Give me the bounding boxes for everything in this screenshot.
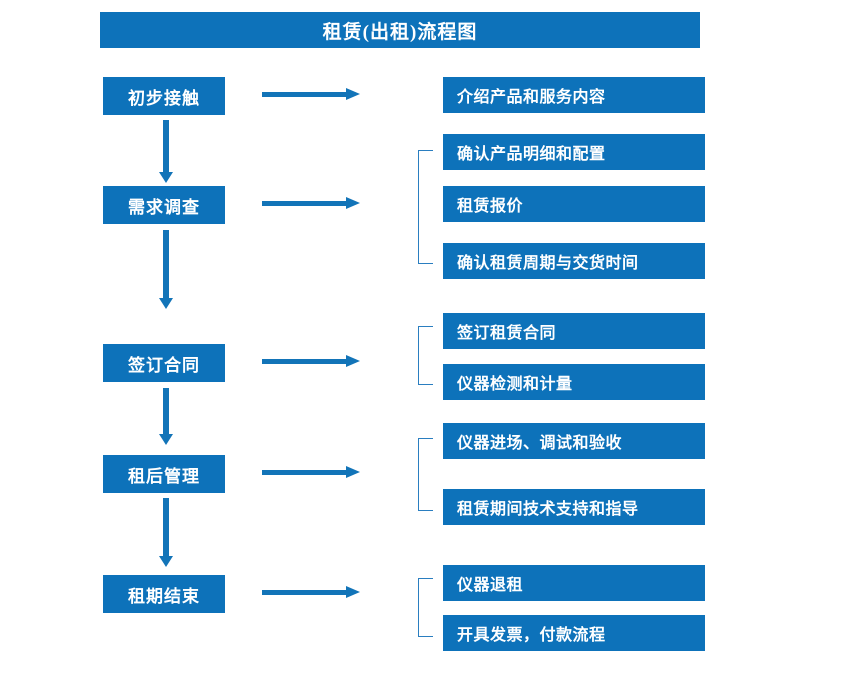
detail-box-3-2[interactable]: 仪器检测和计量: [443, 364, 705, 400]
arrow-head: [346, 355, 360, 367]
arrow-right-1: [262, 86, 362, 104]
arrow-shaft: [163, 120, 169, 172]
stage-box-3[interactable]: 签订合同: [103, 344, 225, 382]
group-bracket-5: [418, 578, 433, 637]
stage-box-1[interactable]: 初步接触: [103, 77, 225, 115]
group-bracket-2: [418, 150, 433, 264]
detail-box-4-2[interactable]: 租赁期间技术支持和指导: [443, 489, 705, 525]
arrow-down-3: [157, 388, 175, 446]
arrow-head: [159, 434, 173, 445]
detail-box-3-1[interactable]: 签订租赁合同: [443, 313, 705, 349]
arrow-right-2: [262, 195, 362, 213]
arrow-head: [346, 197, 360, 209]
arrow-down-2: [157, 230, 175, 310]
arrow-shaft: [262, 201, 348, 206]
arrow-shaft: [262, 359, 348, 364]
arrow-right-4: [262, 464, 362, 482]
detail-box-2-1[interactable]: 确认产品明细和配置: [443, 134, 705, 170]
detail-box-1-1[interactable]: 介绍产品和服务内容: [443, 77, 705, 113]
arrow-shaft: [163, 388, 169, 434]
flowchart-title: 租赁(出租)流程图: [100, 12, 700, 48]
detail-box-2-2[interactable]: 租赁报价: [443, 186, 705, 222]
detail-box-2-3[interactable]: 确认租赁周期与交货时间: [443, 243, 705, 279]
arrow-shaft: [163, 498, 169, 556]
arrow-shaft: [262, 470, 348, 475]
arrow-right-3: [262, 353, 362, 371]
arrow-head: [159, 172, 173, 183]
group-bracket-3: [418, 326, 433, 385]
arrow-right-5: [262, 584, 362, 602]
arrow-head: [346, 586, 360, 598]
group-bracket-4: [418, 438, 433, 511]
arrow-shaft: [262, 590, 348, 595]
detail-box-4-1[interactable]: 仪器进场、调试和验收: [443, 423, 705, 459]
arrow-head: [346, 466, 360, 478]
arrow-head: [159, 298, 173, 309]
detail-box-5-1[interactable]: 仪器退租: [443, 565, 705, 601]
arrow-head: [346, 88, 360, 100]
arrow-shaft: [262, 92, 348, 97]
arrow-head: [159, 556, 173, 567]
detail-box-5-2[interactable]: 开具发票，付款流程: [443, 615, 705, 651]
arrow-down-4: [157, 498, 175, 568]
stage-box-5[interactable]: 租期结束: [103, 575, 225, 613]
stage-box-2[interactable]: 需求调查: [103, 186, 225, 224]
arrow-down-1: [157, 120, 175, 184]
arrow-shaft: [163, 230, 169, 298]
stage-box-4[interactable]: 租后管理: [103, 455, 225, 493]
